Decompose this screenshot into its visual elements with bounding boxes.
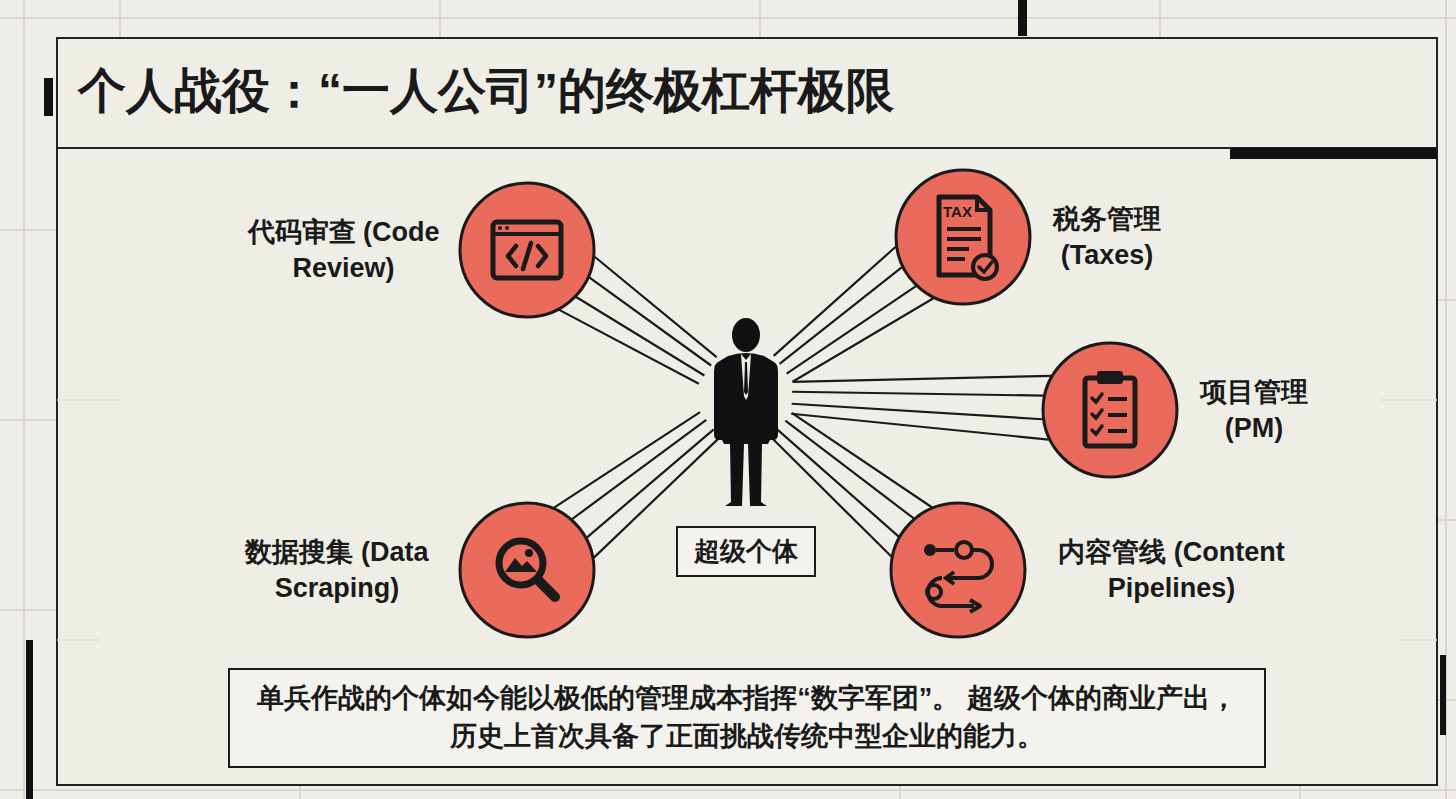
task-circle-shape — [457, 180, 597, 320]
title: 个人战役：“一人公司”的终极杠杆极限 — [78, 62, 894, 120]
task-circle-shape — [1040, 340, 1180, 480]
task-circle: 数据搜集 (Data Scraping) — [457, 500, 597, 640]
task-circle: 项目管理 (PM) — [1040, 340, 1180, 480]
fan-connector — [791, 376, 1051, 440]
task-circle: 代码审查 (Code Review) — [457, 180, 597, 320]
task-label: 项目管理 (PM) — [1197, 374, 1311, 447]
task-label: 代码审查 (Code Review) — [247, 214, 440, 287]
task-label: 数据搜集 (Data Scraping) — [234, 534, 440, 607]
caption-box: 单兵作战的个体如今能以极低的管理成本指挥“数字军团”。 超级个体的商业产出，历史… — [228, 668, 1266, 768]
task-circle-shape — [457, 500, 597, 640]
task-circle-shape — [893, 167, 1033, 307]
task-circle: 内容管线 (Content Pipelines) — [888, 500, 1028, 640]
task-circle: 税务管理 (Taxes)TAX — [893, 167, 1033, 307]
person-silhouette — [666, 316, 826, 508]
task-label: 内容管线 (Content Pipelines) — [1045, 534, 1298, 607]
caption: 单兵作战的个体如今能以极低的管理成本指挥“数字军团”。 超级个体的商业产出，历史… — [230, 680, 1264, 756]
task-label: 税务管理 (Taxes) — [1050, 201, 1164, 274]
node-label: 超级个体 — [676, 526, 816, 577]
person-node: 超级个体 — [666, 316, 826, 578]
task-circle-shape — [888, 500, 1028, 640]
icon-text: TAX — [943, 204, 972, 219]
